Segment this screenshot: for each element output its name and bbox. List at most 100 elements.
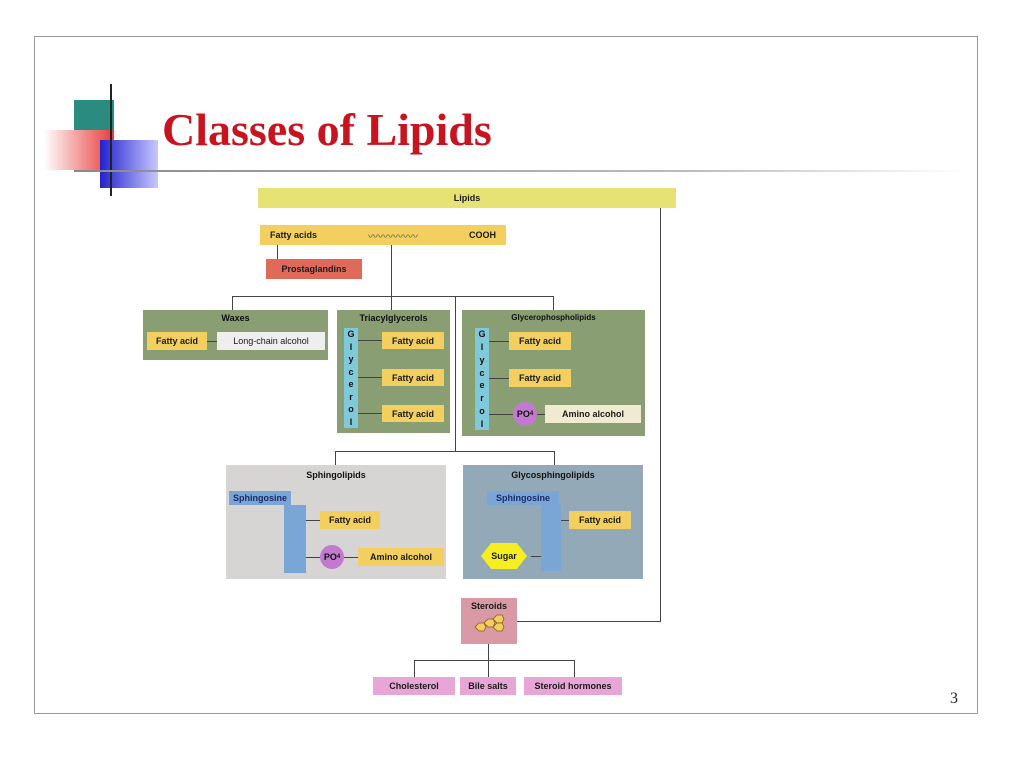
gpl-link-4 <box>537 414 545 415</box>
sphingo-sphingosine-label-box: Sphingosine <box>229 491 291 505</box>
deco-blue-square <box>100 140 158 188</box>
gpl-fatty-acid-2: Fatty acid <box>509 369 571 387</box>
gpl-amino-alcohol-label: Amino alcohol <box>561 409 624 419</box>
gpl-fatty-acid-1-label: Fatty acid <box>518 336 561 346</box>
glyco-link-1 <box>561 520 569 521</box>
glycerophospholipids-title: Glycerophospholipids <box>511 313 596 322</box>
steroid-ring-icon <box>474 614 505 632</box>
glyco-fatty-acid-label: Fatty acid <box>578 515 621 525</box>
glycerol-letter: r <box>349 391 353 402</box>
glycerol-letter: l <box>349 341 353 352</box>
fatty-acids-box: Fatty acids 〰〰〰〰〰 COOH <box>260 225 506 245</box>
sphingo-phosphate-label: PO <box>323 552 337 562</box>
glycerol-letter: r <box>480 393 484 404</box>
tag-link-2 <box>358 377 382 378</box>
tag-fatty-acid-2-label: Fatty acid <box>391 372 434 383</box>
glyco-sphingosine-bar <box>541 505 561 571</box>
gpl-link-3 <box>489 414 513 415</box>
gpl-link-1 <box>489 341 509 342</box>
title-rule <box>74 170 964 172</box>
connector-fa-trunk <box>391 245 392 297</box>
connector-branch-glycosph <box>554 451 555 465</box>
prostaglandins-box: Prostaglandins <box>266 259 362 279</box>
deco-vertical-line <box>110 84 112 196</box>
cooh-label: COOH <box>469 230 496 240</box>
waxes-title: Waxes <box>221 313 250 323</box>
glycerol-letter: o <box>348 404 354 415</box>
glycerol-letter: l <box>480 342 484 353</box>
connector-root-steroids <box>660 208 661 622</box>
gpl-glycerol-backbone: G l y c e r o l <box>475 328 489 430</box>
connector-mid-trunk <box>455 296 456 452</box>
sphingo-sphingosine-label: Sphingosine <box>233 493 287 503</box>
triacylglycerols-panel: Triacylglycerols G l y c e r o l Fatty a… <box>337 310 450 433</box>
glycerol-letter: l <box>349 416 353 427</box>
sugar-hexagon: Sugar <box>481 543 527 569</box>
waxes-alcohol: Long-chain alcohol <box>217 332 325 350</box>
sphingo-phosphate-subscript: 4 <box>336 554 341 560</box>
lipids-root-label: Lipids <box>453 193 481 203</box>
sphingo-fatty-acid-label: Fatty acid <box>328 515 371 525</box>
sugar-label: Sugar <box>491 551 517 561</box>
bile-salts-box: Bile salts <box>460 677 516 695</box>
tag-fatty-acid-3: Fatty acid <box>382 405 444 422</box>
sphingolipids-title: Sphingolipids <box>306 470 366 480</box>
glycerol-letter: G <box>478 329 486 340</box>
glycosphingolipids-title: Glycosphingolipids <box>511 470 595 480</box>
tag-fatty-acid-1: Fatty acid <box>382 332 444 349</box>
sphingo-link-1 <box>306 520 320 521</box>
tag-link-3 <box>358 413 382 414</box>
connector-steroids-children <box>414 660 574 661</box>
tag-fatty-acid-3-label: Fatty acid <box>391 408 434 419</box>
waxes-fatty-acid-label: Fatty acid <box>155 336 198 346</box>
glycerol-letter: e <box>348 379 354 390</box>
gpl-fatty-acid-2-label: Fatty acid <box>518 373 561 383</box>
sphingo-fatty-acid: Fatty acid <box>320 511 380 529</box>
lipids-root-box: Lipids <box>258 188 676 208</box>
steroids-box: Steroids <box>461 598 517 644</box>
bile-salts-label: Bile salts <box>468 681 508 691</box>
slide-title: Classes of Lipids <box>162 104 492 155</box>
glyco-link-2 <box>531 556 541 557</box>
connector-branch-top <box>232 296 554 297</box>
tag-fatty-acid-2: Fatty acid <box>382 369 444 386</box>
connector-child-1 <box>414 660 415 677</box>
glycerol-letter: y <box>479 354 485 365</box>
fatty-acids-label: Fatty acids <box>270 230 318 240</box>
connector-branch-sphingo <box>335 451 336 465</box>
connector-steroids-right <box>517 621 661 622</box>
connector-child-2 <box>488 660 489 677</box>
glycerol-letter: c <box>348 366 354 377</box>
glycerol-letter: l <box>480 418 484 429</box>
glyco-sphingosine-label-box: Sphingosine <box>487 491 559 505</box>
sphingo-sphingosine-bar <box>284 505 306 573</box>
page-number: 3 <box>950 690 958 707</box>
waxes-panel: Waxes Fatty acid Long-chain alcohol <box>143 310 328 360</box>
steroid-hormones-box: Steroid hormones <box>524 677 622 695</box>
glycerol-letter: y <box>348 354 354 365</box>
connector-branch-lower <box>335 451 555 452</box>
sphingo-link-2 <box>306 557 320 558</box>
connector-child-3 <box>574 660 575 677</box>
tag-fatty-acid-1-label: Fatty acid <box>391 335 434 346</box>
steroids-label: Steroids <box>470 601 507 611</box>
glycerol-letter: c <box>479 367 485 378</box>
connector-steroids-down <box>488 644 489 661</box>
glyco-sphingosine-label: Sphingosine <box>496 493 550 503</box>
connector-fa-prosta <box>277 245 278 259</box>
tag-link-1 <box>358 340 382 341</box>
connector-branch-tag <box>391 296 392 310</box>
wavy-chain-icon: 〰〰〰〰〰 <box>368 231 419 243</box>
glycerol-letter: e <box>479 380 485 391</box>
gpl-phosphate-subscript: 4 <box>529 411 534 417</box>
steroid-hormones-label: Steroid hormones <box>534 681 612 691</box>
triacylglycerols-title: Triacylglycerols <box>359 313 428 323</box>
gpl-amino-alcohol: Amino alcohol <box>545 405 641 423</box>
waxes-link <box>207 341 217 342</box>
sphingo-link-3 <box>344 557 358 558</box>
connector-branch-waxes <box>232 296 233 310</box>
waxes-fatty-acid: Fatty acid <box>147 332 207 350</box>
gpl-link-2 <box>489 378 509 379</box>
